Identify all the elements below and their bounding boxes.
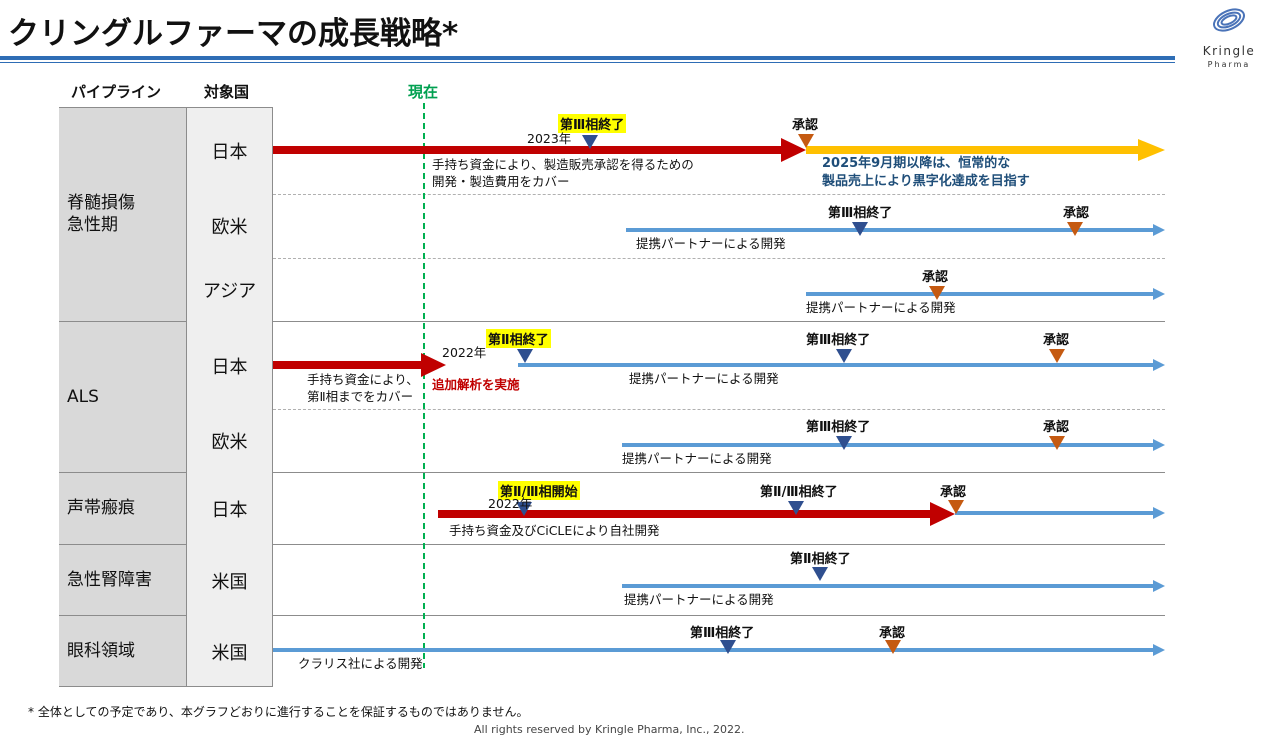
header-country: 対象国 [204,83,250,101]
logo-sub: Pharma [1207,60,1251,69]
pipeline-als: ALS [59,322,186,473]
marker-als-jp-approval [1049,349,1065,363]
note-sci-us: 提携パートナーによる開発 [636,236,786,251]
marker-als-us-approval [1049,436,1065,450]
ms-eye-approval: 承認 [879,626,906,641]
note-als-extra: 追加解析を実施 [432,377,520,392]
arrow-als-jp-blue-head [1153,359,1165,371]
header-pipeline: パイプライン [71,83,162,101]
marker-als-jp-p2 [517,349,533,363]
ms-als-jp-approval: 承認 [1043,333,1070,348]
grid-row-divider [273,472,1165,473]
arrow-sci-jp-red-head [781,138,806,162]
ms-vocal-p23-end: 第Ⅱ/Ⅲ相終了 [760,485,838,500]
arrow-sci-asia-head [1153,288,1165,300]
grid-subrow-divider [273,409,1165,410]
marker-eye-p3 [720,640,736,654]
ms-sci-asia-approval: 承認 [922,270,949,285]
marker-sci-us-p3 [852,222,868,236]
marker-sci-jp-p3 [582,135,598,149]
note-als-jp: 手持ち資金により、 第Ⅱ相までをカバー [307,372,419,404]
title-underline-thin [0,62,1175,63]
grid-subrow-divider [273,258,1165,259]
ms-als-us-approval: 承認 [1043,420,1070,435]
note-vocal: 手持ち資金及びCiCLEにより自社開発 [449,523,660,538]
note-eye: クラリス社による開発 [298,656,423,671]
note-als-us: 提携パートナーによる開発 [622,451,772,466]
now-label: 現在 [408,83,439,101]
grid-row-divider [273,615,1165,616]
country-sci-jp: 日本 [186,107,273,194]
footnote: * 全体としての予定であり、本グラフどおりに進行することを保証するものではありま… [28,705,529,719]
arrow-kidney-us-head [1153,580,1165,592]
country-eye-us: 米国 [186,616,273,687]
arrow-sci-jp-red [273,146,783,154]
logo-name: Kringle [1202,44,1256,58]
ms-als-jp-p2: 第Ⅱ相終了 [486,329,551,348]
marker-eye-approval [885,640,901,654]
arrow-vocal-jp-blue-head [1153,507,1165,519]
marker-kidney-p2 [812,567,828,581]
year-vocal: 2022年 [488,496,533,511]
ms-vocal-approval: 承認 [940,485,967,500]
arrow-als-jp-red [273,361,423,369]
arrow-vocal-jp-red-head [930,502,955,526]
copyright: All rights reserved by Kringle Pharma, I… [474,723,745,736]
arrow-sci-us-head [1153,224,1165,236]
grid-row-divider [273,321,1165,322]
ms-sci-us-p3: 第Ⅲ相終了 [828,206,893,221]
grid-bottom [59,686,273,687]
ms-eye-p3: 第Ⅲ相終了 [690,626,755,641]
grid-subrow-divider [273,194,1165,195]
country-kidney-us: 米国 [186,545,273,616]
page-title: クリングルファーマの成長戦略* [8,16,459,52]
marker-als-us-p3 [836,436,852,450]
pipeline-kidney: 急性腎障害 [59,545,186,616]
arrow-sci-jp-gold [806,146,1140,154]
marker-als-jp-p3 [836,349,852,363]
note-sci-jp: 手持ち資金により、製造販売承認を得るための 開発・製造費用をカバー [432,157,694,189]
ms-sci-jp-approval: 承認 [792,118,819,133]
grid-top [59,107,273,108]
ms-sci-us-approval: 承認 [1063,206,1090,221]
country-vocal-jp: 日本 [186,473,273,545]
note-kidney: 提携パートナーによる開発 [624,592,774,607]
country-als-jp: 日本 [186,322,273,409]
country-sci-asia: アジア [186,258,273,322]
arrow-vocal-jp-red [438,510,932,518]
ms-vocal-p23-start: 第Ⅱ/Ⅲ相開始 [498,481,580,500]
marker-sci-us-approval [1067,222,1083,236]
arrow-eye-us-head [1153,644,1165,656]
country-sci-us: 欧米 [186,194,273,258]
arrow-als-us-head [1153,439,1165,451]
pipeline-sci: 脊髄損傷 急性期 [59,107,186,322]
marker-vocal-p23-end [788,501,804,515]
title-underline [0,56,1175,60]
note-sci-asia: 提携パートナーによる開発 [806,300,956,315]
note-sci-jp-goal: 2025年9月期以降は、恒常的な 製品売上により黒字化達成を目指す [822,156,1030,189]
note-als-jp-partner: 提携パートナーによる開発 [629,371,779,386]
year-als-jp: 2022年 [442,345,487,360]
arrow-als-jp-red-head [421,353,446,377]
year-sci-jp: 2023年 [527,131,572,146]
pipeline-eye: 眼科領域 [59,616,186,687]
grid-row-divider [273,544,1165,545]
marker-sci-jp-approval [798,134,814,148]
ms-kidney-p2: 第Ⅱ相終了 [790,552,851,567]
ms-als-jp-p3: 第Ⅲ相終了 [806,333,871,348]
country-als-us: 欧米 [186,409,273,473]
marker-sci-asia-approval [929,286,945,300]
ms-als-us-p3: 第Ⅲ相終了 [806,420,871,435]
pipeline-vocal: 声帯瘢痕 [59,473,186,545]
ms-sci-jp-p3: 第Ⅲ相終了 [558,114,627,133]
marker-vocal-approval [948,500,964,514]
kringle-logo-icon [1213,8,1245,32]
marker-vocal-p23-start [516,502,532,516]
arrow-sci-jp-gold-head [1138,139,1165,161]
